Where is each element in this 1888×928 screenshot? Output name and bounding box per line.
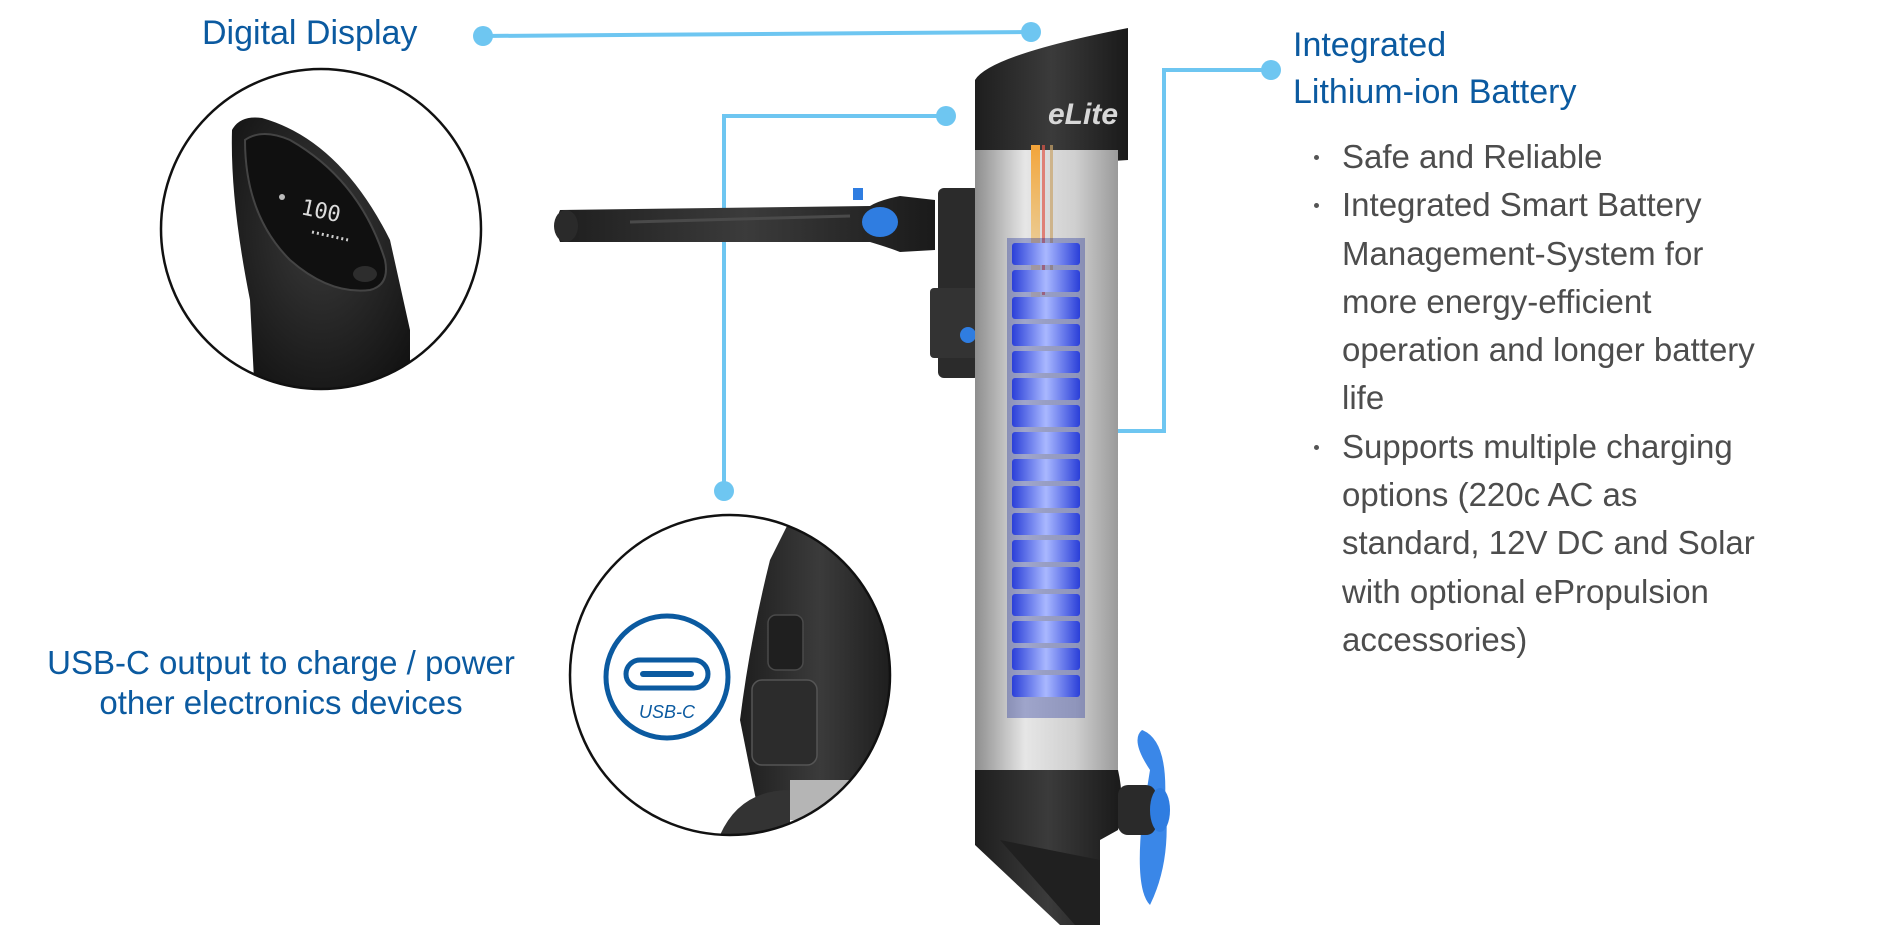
callout-line-display xyxy=(482,30,1032,38)
battery-cell xyxy=(1012,324,1080,346)
battery-feature-list: Safe and Reliable Integrated Smart Batte… xyxy=(1310,133,1780,664)
wire xyxy=(1031,145,1040,315)
skeg xyxy=(1000,840,1100,925)
tiller-groove xyxy=(629,214,851,224)
brand-logo: eLite xyxy=(1048,98,1118,131)
usb-port-cover xyxy=(751,679,818,766)
battery-cells xyxy=(1012,243,1080,697)
callout-dot xyxy=(1021,22,1041,42)
wire xyxy=(1042,145,1045,295)
battery-cell xyxy=(1012,405,1080,427)
motor-illustration: eLite xyxy=(554,28,1170,925)
bracket-segment xyxy=(720,790,790,835)
tiller-handle xyxy=(556,196,935,252)
battery-cell xyxy=(1012,567,1080,589)
propeller-hub xyxy=(1118,785,1156,835)
usb-c-icon-label: USB-C xyxy=(639,702,696,722)
battery-cell xyxy=(1012,459,1080,481)
callout-dot xyxy=(714,481,734,501)
battery-cell xyxy=(1012,351,1080,373)
callout-dot xyxy=(473,26,493,46)
tiller-blue-button xyxy=(862,207,898,237)
feature-item: Integrated Smart Battery Management-Syst… xyxy=(1310,181,1780,422)
battery-title-line2: Lithium-ion Battery xyxy=(1293,73,1577,111)
top-cap xyxy=(975,28,1128,170)
callout-dot xyxy=(936,106,956,126)
callout-dot xyxy=(1261,60,1281,80)
label-usb-c-output: USB-C output to charge / power other ele… xyxy=(47,644,515,721)
tiller-blue-tab xyxy=(853,188,863,200)
battery-cell xyxy=(1012,621,1080,643)
battery-title-line1: Integrated xyxy=(1293,26,1447,64)
battery-cell xyxy=(1012,243,1080,265)
label-digital-display: Digital Display xyxy=(202,14,418,52)
feature-item: Safe and Reliable xyxy=(1310,133,1780,181)
usb-port xyxy=(767,614,804,671)
battery-cell xyxy=(1012,486,1080,508)
display-button xyxy=(353,266,377,282)
display-zoom: 100 xyxy=(159,67,483,391)
battery-cell xyxy=(1012,378,1080,400)
label-battery-title: Integrated Lithium-ion Battery xyxy=(1293,22,1576,116)
display-screen xyxy=(243,133,387,292)
shaft-segment xyxy=(790,780,860,820)
usb-c-icon: USB-C xyxy=(603,613,731,741)
clamp-box xyxy=(930,288,982,358)
battery-cell xyxy=(1012,648,1080,670)
battery-cell xyxy=(1012,675,1080,697)
callout-lines xyxy=(482,30,1271,491)
display-indicator xyxy=(279,194,285,200)
tiller-grip-end xyxy=(554,210,578,242)
battery-cell xyxy=(1012,270,1080,292)
wire xyxy=(1050,145,1053,285)
callout-line-usb xyxy=(722,114,946,491)
clamp-blue-knob xyxy=(960,327,976,343)
battery-cell xyxy=(1012,540,1080,562)
battery-cell xyxy=(1012,297,1080,319)
display-level-bar xyxy=(311,230,349,242)
battery-cell xyxy=(1012,594,1080,616)
battery-cell xyxy=(1012,432,1080,454)
feature-item: Supports multiple charging options (220c… xyxy=(1310,423,1780,664)
battery-cell xyxy=(1012,513,1080,535)
propeller-cap xyxy=(1150,788,1170,832)
